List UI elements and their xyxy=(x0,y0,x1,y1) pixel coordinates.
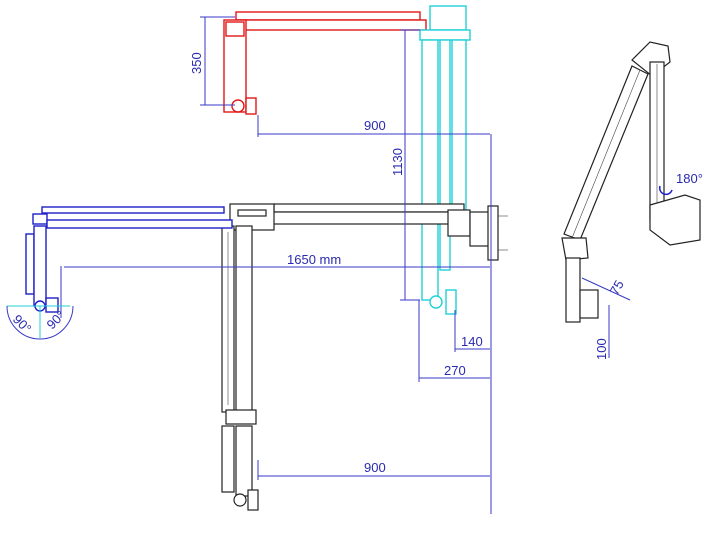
raised-arm-red xyxy=(223,11,427,115)
dim-1650: 1650 mm xyxy=(287,252,341,267)
dim-900-bottom: 900 xyxy=(364,460,386,475)
dim-180: 180° xyxy=(676,171,703,186)
wall-mount xyxy=(447,205,508,261)
isometric-view: 180° 75 100 xyxy=(561,41,703,360)
dim-270: 270 xyxy=(444,363,466,378)
swivel-left-label: 90° xyxy=(10,312,35,337)
main-arm xyxy=(221,203,469,511)
dim-1130: 1130 xyxy=(390,148,405,176)
vertical-arm-cyan xyxy=(419,5,471,315)
swivel-indicator: 90° 90° xyxy=(6,305,74,340)
dim-350: 350 xyxy=(189,52,204,74)
dim-140: 140 xyxy=(461,334,483,349)
dimensions: 350 900 1130 1650 mm 140 270 900 xyxy=(64,16,492,514)
dim-900-top: 900 xyxy=(364,118,386,133)
dim-100: 100 xyxy=(594,338,609,360)
extended-arm-blue xyxy=(25,206,233,318)
dim-75: 75 xyxy=(607,277,627,297)
